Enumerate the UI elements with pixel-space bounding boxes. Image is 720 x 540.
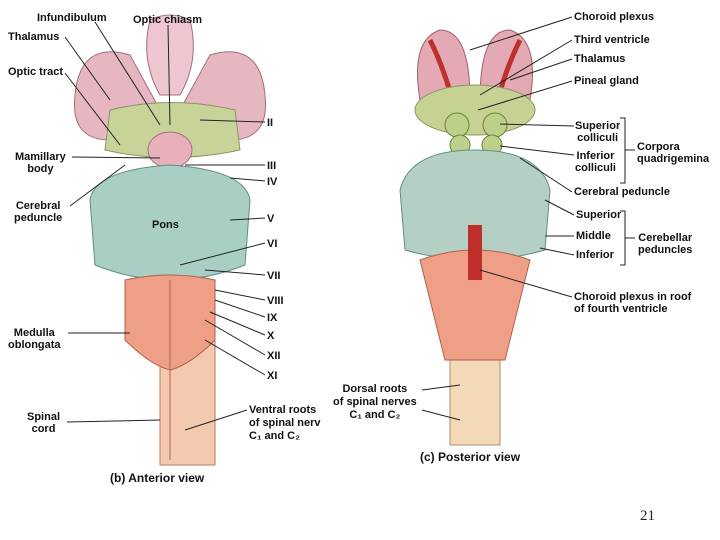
leader-lines <box>64 16 635 431</box>
ventral-line-2: of spinal nerv <box>249 417 321 429</box>
nerve-label-vii: VII <box>267 270 281 282</box>
sc-line-2: colliculi <box>577 132 619 144</box>
nerve-label-iii: III <box>267 160 277 172</box>
label-infundibulum: Infundibulum <box>37 12 107 24</box>
mamillary-line-1: Mamillary <box>15 151 66 163</box>
nerve-label-ix: IX <box>267 312 278 324</box>
sc-line-1: Superior <box>575 120 621 132</box>
nerve-label-viii: VIII <box>267 295 284 307</box>
cr-line-1: Choroid plexus in roof <box>574 291 692 303</box>
caption-anterior-view: (b) Anterior view <box>110 471 205 485</box>
mamillary-line-2: body <box>27 163 54 175</box>
ventral-line-3: C₁ and C₂ <box>249 430 300 442</box>
page-number: 21 <box>640 508 655 524</box>
ventral-line-1: Ventral roots <box>249 404 317 416</box>
dr-line-2: of spinal nerves <box>333 396 417 408</box>
label-cerebral-peduncle-posterior: Cerebral peduncle <box>574 186 670 198</box>
spinal-line-1: Spinal <box>27 411 61 423</box>
nerve-label-vi: VI <box>267 238 278 250</box>
medulla-line-1: Medulla <box>13 327 55 339</box>
label-inferior-peduncle: Inferior <box>576 249 614 261</box>
label-choroid-plexus: Choroid plexus <box>574 11 655 23</box>
cb-line-1: Cerebellar <box>638 232 693 244</box>
label-third-ventricle: Third ventricle <box>574 34 650 46</box>
nerve-label-xi: XI <box>267 370 278 382</box>
dr-line-1: Dorsal roots <box>342 383 408 395</box>
nerve-label-x: X <box>267 330 275 342</box>
cp-line-1: Cerebral <box>15 200 61 212</box>
label-pons: Pons <box>152 219 179 231</box>
cr-line-2: of fourth ventricle <box>574 303 668 315</box>
label-thalamus-anterior: Thalamus <box>8 31 60 43</box>
label-optic-tract: Optic tract <box>8 66 64 78</box>
cb-line-2: peduncles <box>638 244 693 256</box>
cq-line-2: quadrigemina <box>637 153 710 165</box>
label-superior-peduncle: Superior <box>576 209 622 221</box>
posterior-brainstem-drawing <box>399 29 551 446</box>
label-thalamus-posterior: Thalamus <box>574 53 626 65</box>
cq-line-1: Corpora <box>637 141 680 153</box>
nerve-label-v: V <box>267 213 275 225</box>
nerve-label-iv: IV <box>267 176 278 188</box>
ic-line-1: Inferior <box>576 150 615 162</box>
cp-line-2: peduncle <box>14 212 63 224</box>
caption-posterior-view: (c) Posterior view <box>420 450 521 464</box>
medulla-line-2: oblongata <box>8 339 61 351</box>
label-middle-peduncle: Middle <box>576 230 611 242</box>
nerve-label-xii: XII <box>267 350 281 362</box>
nerve-label-ii: II <box>267 117 274 129</box>
ic-line-2: colliculi <box>575 162 616 174</box>
dr-line-3: C₁ and C₂ <box>349 409 401 421</box>
anterior-brainstem-drawing <box>73 14 267 466</box>
spinal-line-2: cord <box>31 423 56 435</box>
label-optic-chiasm: Optic chiasm <box>133 14 203 26</box>
label-pineal-gland: Pineal gland <box>574 75 639 87</box>
